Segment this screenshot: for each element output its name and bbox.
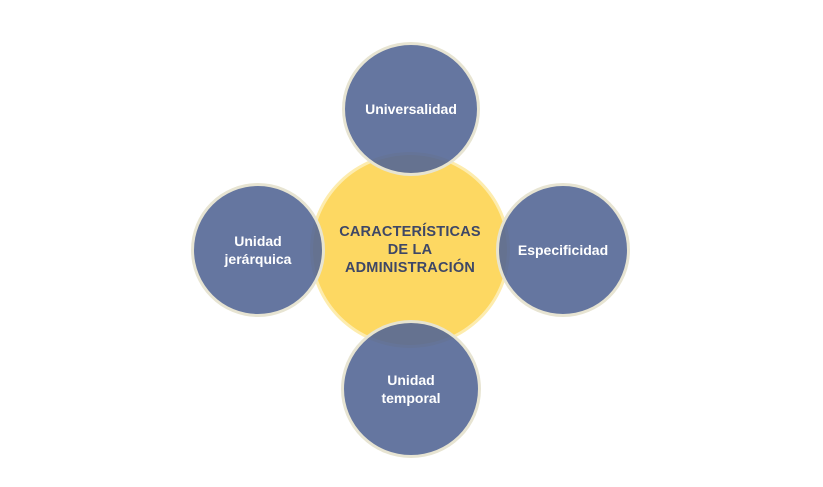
- center-circle: CARACTERÍSTICAS DE LA ADMINISTRACIÓN: [310, 152, 510, 348]
- node-label-bottom: Unidad temporal: [381, 372, 441, 406]
- node-label-top: Universalidad: [365, 101, 457, 117]
- node-universalidad: Universalidad: [342, 42, 480, 176]
- node-unidad-jerarquica: Unidad jerárquica: [191, 183, 325, 317]
- node-especificidad: Especificidad: [496, 183, 630, 317]
- center-label: CARACTERÍSTICAS DE LA ADMINISTRACIÓN: [339, 224, 481, 276]
- node-label-right: Especificidad: [517, 242, 609, 258]
- node-label-left: Unidad jerárquica: [224, 233, 292, 267]
- node-unidad-temporal: Unidad temporal: [341, 320, 481, 458]
